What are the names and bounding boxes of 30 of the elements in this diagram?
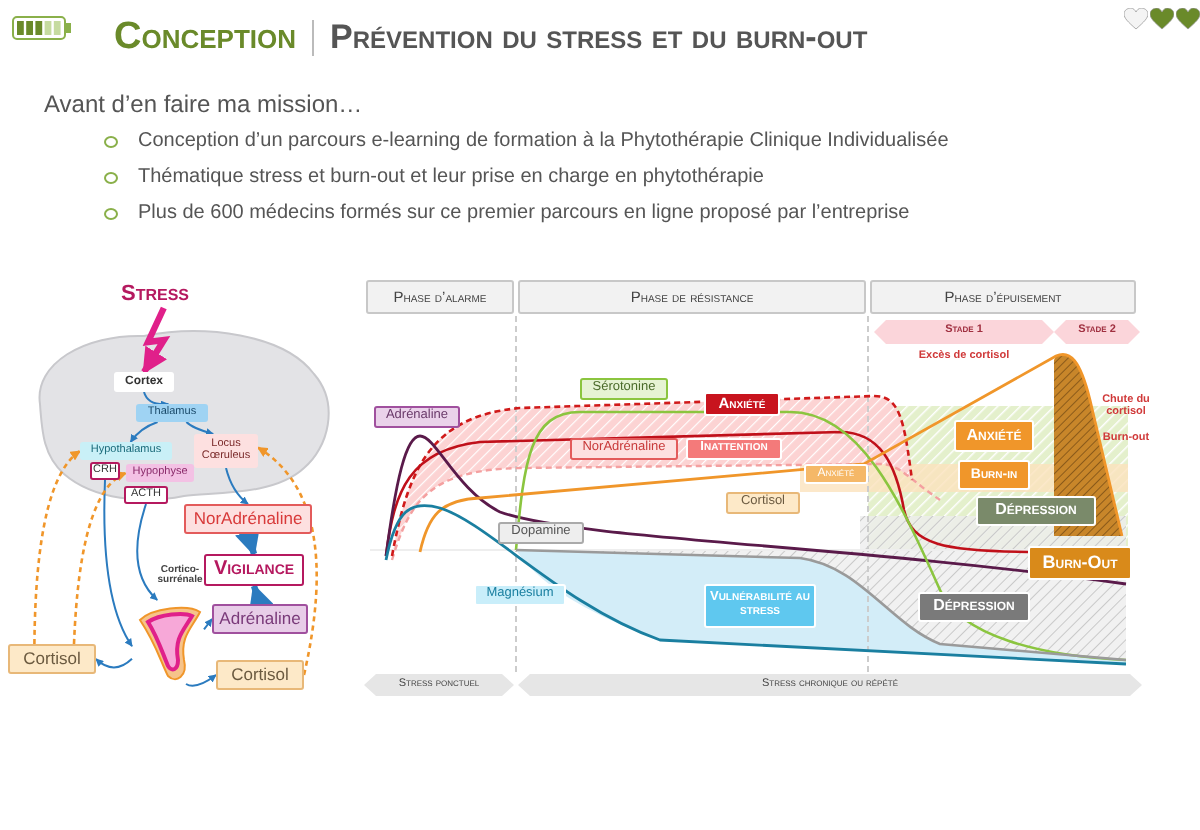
- hormone-box: Cortisol: [216, 660, 304, 690]
- arrow: [235, 528, 260, 557]
- bullet-text: Thématique stress et burn-out et leur prise en charge en phytothérapie: [138, 166, 764, 188]
- arrow: [257, 446, 318, 676]
- intro-text: Avant d’en faire ma mission…: [44, 90, 363, 118]
- arrow: [33, 450, 81, 645]
- arrow: [136, 503, 159, 601]
- bullet-text: Conception d’un parcours e-learning de formation à la Phytothérapie Clinique Individualisée: [138, 130, 949, 152]
- arrow: [95, 657, 133, 669]
- arrow: [185, 421, 215, 436]
- symptom-box: Dépression: [976, 496, 1096, 526]
- effect-box: Vigilance: [204, 554, 304, 586]
- arrow: [103, 479, 133, 648]
- bullet-text: Plus de 600 médecins formés sur ce premier parcours en ligne proposé par l’entreprise: [138, 202, 910, 224]
- arrow: [72, 471, 127, 645]
- arrow: [203, 618, 213, 631]
- arrow: [143, 391, 170, 409]
- hormone-box: Cortisol: [8, 644, 96, 674]
- arrow: [129, 421, 159, 443]
- arrow: [185, 674, 217, 687]
- symptom-box: Dépression: [918, 592, 1030, 622]
- arrow: [141, 306, 171, 375]
- hormone-box: Adrénaline: [212, 604, 308, 634]
- symptom-box: Burn-Out: [1028, 546, 1132, 580]
- heading-text: Stress: [100, 284, 210, 308]
- hormone-box: NorAdrénaline: [184, 504, 312, 534]
- page-title: Prévention du stress et du burn-out: [330, 18, 868, 58]
- arrow: [225, 467, 249, 505]
- symptom-box: Anxiété: [954, 420, 1034, 452]
- section-title: Conception: [114, 16, 297, 60]
